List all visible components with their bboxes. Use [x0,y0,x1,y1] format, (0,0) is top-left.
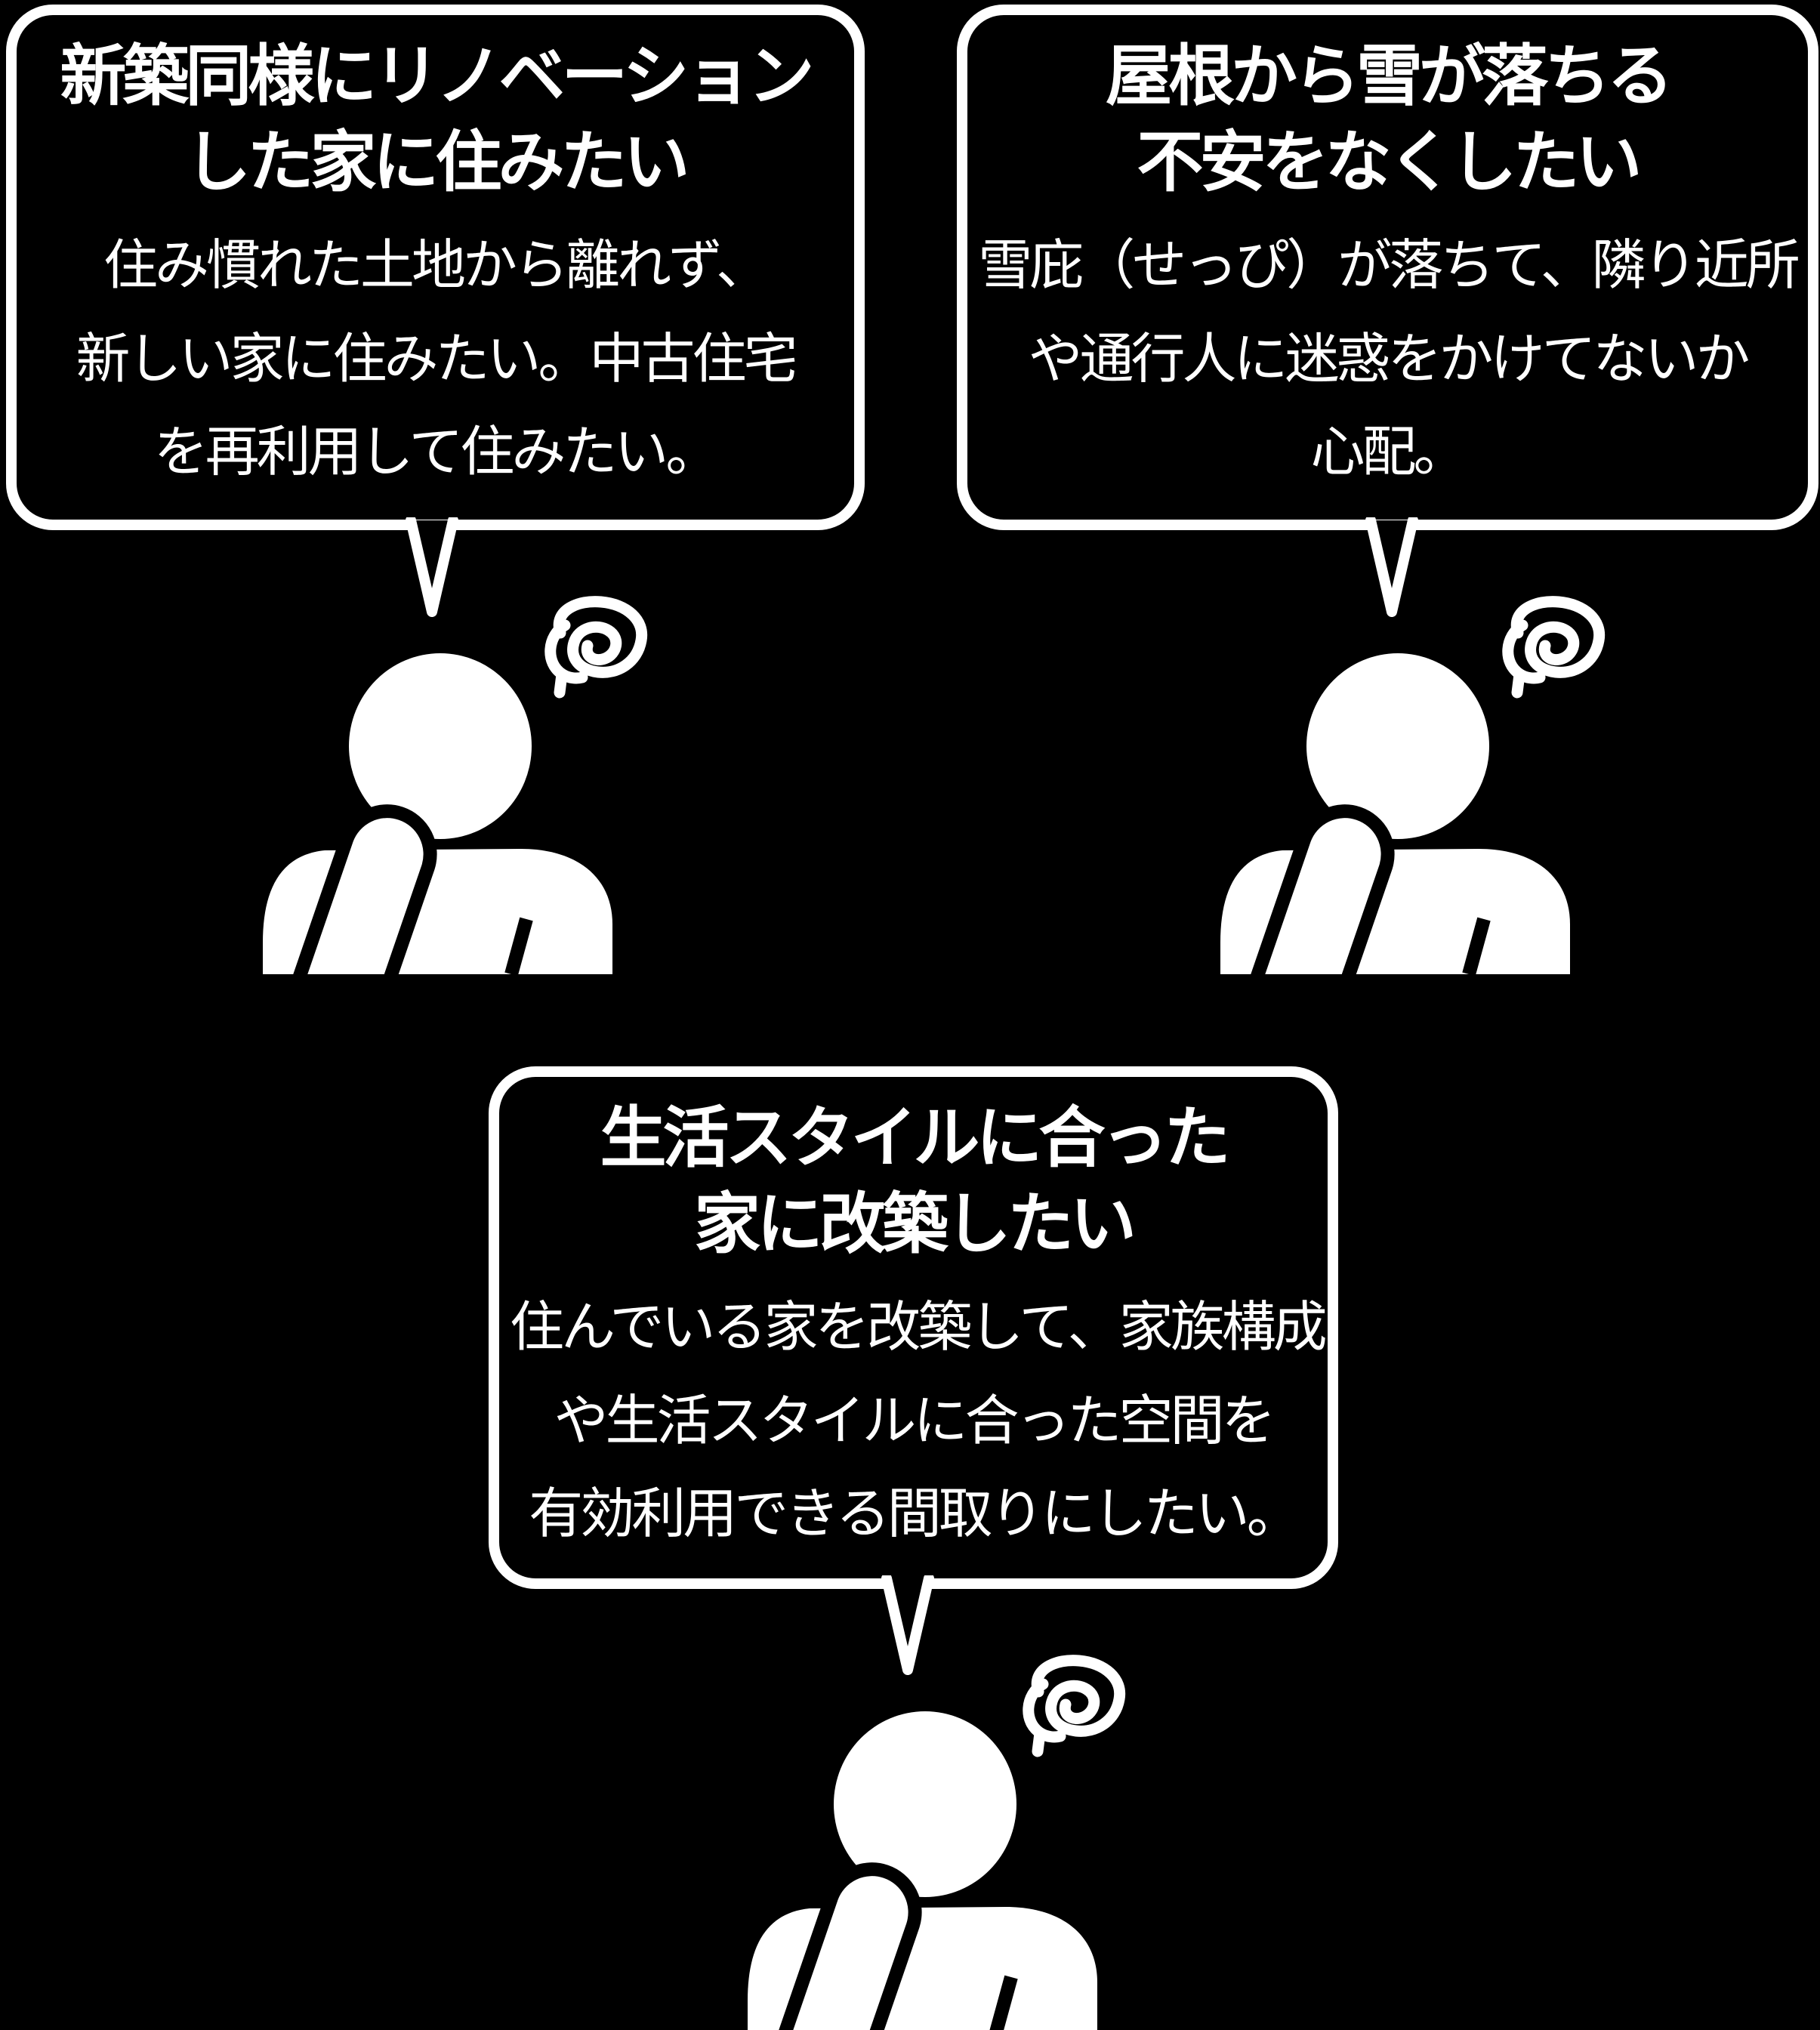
bubble-body-line: や通行人に迷惑をかけてないか [1028,329,1750,390]
speech-bubble-tail [388,517,476,617]
speech-bubble-tail [1348,517,1436,617]
bubble-body: 雪庇（せっぴ）が落ちて、隣り近所 や通行人に迷惑をかけてないか 心配。 [978,220,1800,500]
bubble-title-line: 屋根から雪が落ちる [1105,39,1673,113]
bubble-title: 新築同様にリノベーション した家に住みたい [27,33,844,206]
bubble-title-line: した家に住みたい [184,125,689,200]
speech-bubble-renovation: 新築同様にリノベーション した家に住みたい 住み慣れた土地から離れず、 新しい家… [6,5,865,530]
speech-bubble-tail [864,1575,952,1675]
bubble-body-line: 有効利用できる間取りにしたい。 [529,1484,1301,1545]
speech-bubble-remodel: 生活スタイルに合った 家に改築したい 住んでいる家を改築して、家族構成 や生活ス… [489,1066,1338,1589]
bubble-title-line: 家に改築したい [693,1186,1137,1262]
bubble-title-line: 不安をなくしたい [1137,125,1642,200]
speech-bubble-snowfall: 屋根から雪が落ちる 不安をなくしたい 雪庇（せっぴ）が落ちて、隣り近所 や通行人… [957,5,1818,530]
bubble-title-line: 生活スタイルに合った [600,1100,1230,1175]
bubble-body-line: 住み慣れた土地から離れず、 [103,235,770,296]
bubble-body-line: や生活スタイルに合った空間を [554,1390,1276,1452]
bubble-body: 住み慣れた土地から離れず、 新しい家に住みたい。中古住宅 を再利用して住みたい。 [27,220,844,500]
bubble-body-line: を再利用して住みたい。 [153,422,720,483]
bubble-body-line: 雪庇（せっぴ）が落ちて、隣り近所 [978,235,1800,296]
bubble-body: 住んでいる家を改築して、家族構成 や生活スタイルに合った空間を 有効利用できる間… [510,1282,1328,1562]
bubble-title-line: 新築同様にリノベーション [60,39,814,113]
bubble-body-line: 住んでいる家を改築して、家族構成 [510,1297,1328,1358]
confusion-scribble-icon [1495,594,1616,714]
bubble-title: 生活スタイルに合った 家に改築したい [510,1095,1317,1268]
bubble-body-line: 心配。 [1310,422,1467,483]
confusion-scribble-icon [1016,1652,1137,1773]
bubble-body-line: 新しい家に住みたい。中古住宅 [76,329,797,390]
confusion-scribble-icon [538,594,659,714]
bubble-title: 屋根から雪が落ちる 不安をなくしたい [978,33,1797,206]
